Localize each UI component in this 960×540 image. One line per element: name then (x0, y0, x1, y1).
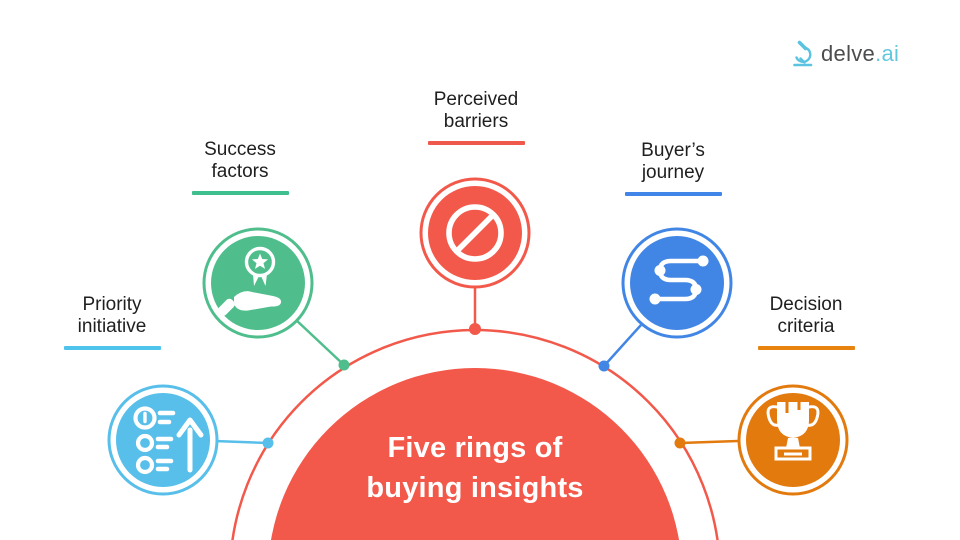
label-text: Success factors (165, 139, 315, 182)
label-underline (757, 346, 855, 350)
label-perceived-barriers: Perceived barriers (401, 89, 551, 145)
microscope-icon (793, 40, 813, 67)
journey-path-icon (649, 255, 709, 305)
label-line: Buyer’s (641, 140, 705, 161)
priority-list-icon (133, 406, 204, 475)
label-underline (191, 191, 289, 195)
label-line: Success (204, 139, 276, 160)
label-buyers-journey: Buyer’s journey (598, 140, 748, 196)
center-title: Five rings of buying insights (275, 428, 675, 508)
label-underline (427, 141, 525, 145)
node-priority-initiative (107, 384, 219, 496)
label-line: factors (211, 160, 269, 182)
connector-dot (469, 323, 481, 335)
label-line: Priority (82, 294, 142, 315)
delve-ai-logo: delve.ai (791, 40, 899, 68)
award-hand-icon (217, 246, 282, 316)
connector-dot (338, 359, 350, 371)
logo-tld: .ai (875, 41, 900, 66)
connector-success (294, 318, 350, 371)
center-title-line: Five rings of (387, 432, 563, 464)
node-buyers-journey (621, 227, 733, 339)
label-line: barriers (443, 110, 509, 132)
node-fill (630, 236, 724, 330)
label-text: Priority initiative (37, 294, 187, 337)
connector-dot (262, 437, 274, 449)
node-fill (211, 236, 305, 330)
label-text: Decision criteria (731, 294, 881, 337)
trophy-icon (766, 402, 820, 461)
center-title-line: buying insights (366, 472, 584, 504)
connector-line (294, 318, 345, 366)
label-line: journey (641, 161, 705, 183)
label-text: Perceived barriers (401, 89, 551, 132)
connector-line (213, 439, 269, 445)
label-text: Buyer’s journey (598, 140, 748, 183)
connector-perceived (469, 287, 481, 335)
label-underline (63, 346, 161, 350)
connector-decision (674, 437, 739, 449)
center-semicircle (270, 368, 680, 540)
no-entry-icon (446, 204, 504, 262)
connector-buyers (598, 324, 642, 372)
node-decision-criteria (737, 384, 849, 496)
label-line: Decision (769, 294, 843, 315)
label-underline (624, 192, 722, 196)
label-priority-initiative: Priority initiative (37, 294, 187, 350)
connector-priority (213, 437, 274, 449)
connector-line (679, 439, 739, 445)
label-line: criteria (777, 315, 835, 337)
connector-dot (598, 360, 610, 372)
node-success-factors (202, 227, 314, 339)
connector-line (603, 324, 642, 367)
label-decision-criteria: Decision criteria (731, 294, 881, 350)
label-success-factors: Success factors (165, 139, 315, 195)
logo-text: delve.ai (821, 41, 899, 67)
logo-brand: delve (821, 41, 876, 66)
connector-dot (674, 437, 686, 449)
label-line: Perceived (433, 89, 519, 110)
label-line: initiative (77, 315, 147, 337)
node-perceived-barriers (419, 177, 531, 289)
